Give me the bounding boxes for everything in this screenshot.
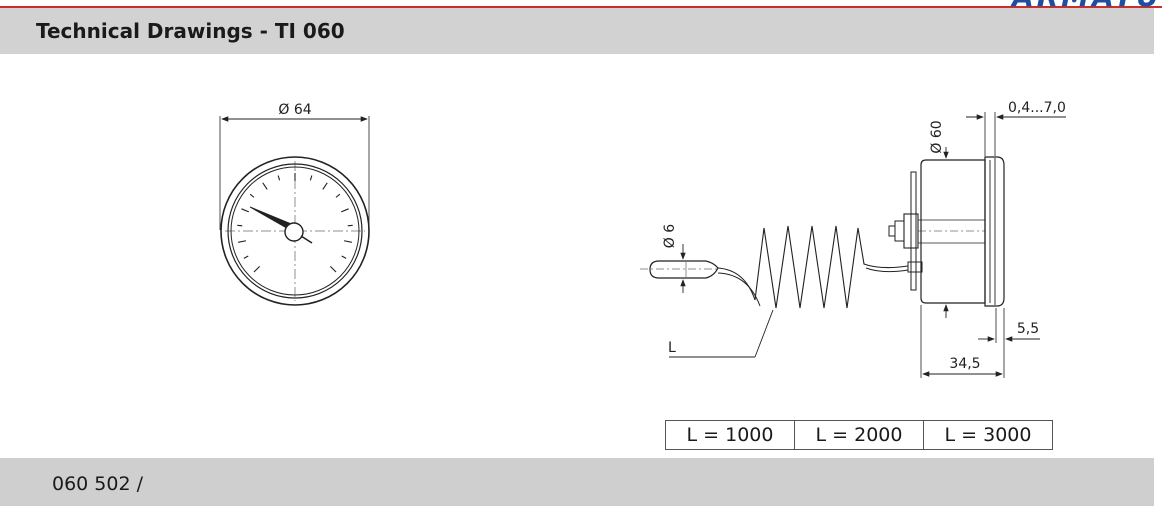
gauge-tick [340, 208, 349, 213]
article-code: 060 502 / [52, 473, 144, 495]
length-option-3000: L = 3000 [923, 420, 1053, 450]
page-title: Technical Drawings - TI 060 [36, 19, 345, 43]
capillary-length-label: L [668, 340, 676, 356]
gauge-tick [277, 175, 281, 181]
technical-drawing: Ø 64 [219, 100, 1066, 378]
gauge-tick [253, 265, 261, 273]
gauge-tick [322, 182, 328, 190]
page-header: Technical Drawings - TI 060 [0, 8, 1154, 54]
gauge-tick [309, 175, 313, 181]
length-option-2000: L = 2000 [794, 420, 924, 450]
gauge-tick [341, 255, 347, 259]
probe-diameter-label: Ø 6 [662, 224, 678, 248]
gauge-tick [335, 193, 341, 198]
gauge-tick [329, 265, 337, 273]
side-view [640, 112, 1066, 378]
glass-thickness-label: 0,4...7,0 [1008, 100, 1066, 116]
rim-width-label: 5,5 [1017, 321, 1039, 337]
case-depth-label: 34,5 [949, 356, 980, 372]
page-footer: 060 502 / [0, 458, 1154, 506]
side-diameter-label: Ø 60 [929, 120, 945, 153]
gauge-tick [343, 240, 352, 243]
length-options-table: L = 1000 L = 2000 L = 3000 [665, 420, 1053, 450]
front-view [219, 116, 370, 306]
length-option-1000: L = 1000 [665, 420, 795, 450]
gauge-tick [241, 208, 250, 213]
gauge-tick [243, 255, 249, 259]
table-row: L = 1000 L = 2000 L = 3000 [665, 420, 1053, 450]
brand-logo: ARMATU [962, 0, 1162, 8]
front-diameter-label: Ø 64 [278, 102, 311, 118]
gauge-tick [249, 193, 255, 198]
gauge-tick [238, 240, 247, 243]
header-accent-line [0, 6, 1162, 8]
gauge-tick [262, 182, 268, 190]
